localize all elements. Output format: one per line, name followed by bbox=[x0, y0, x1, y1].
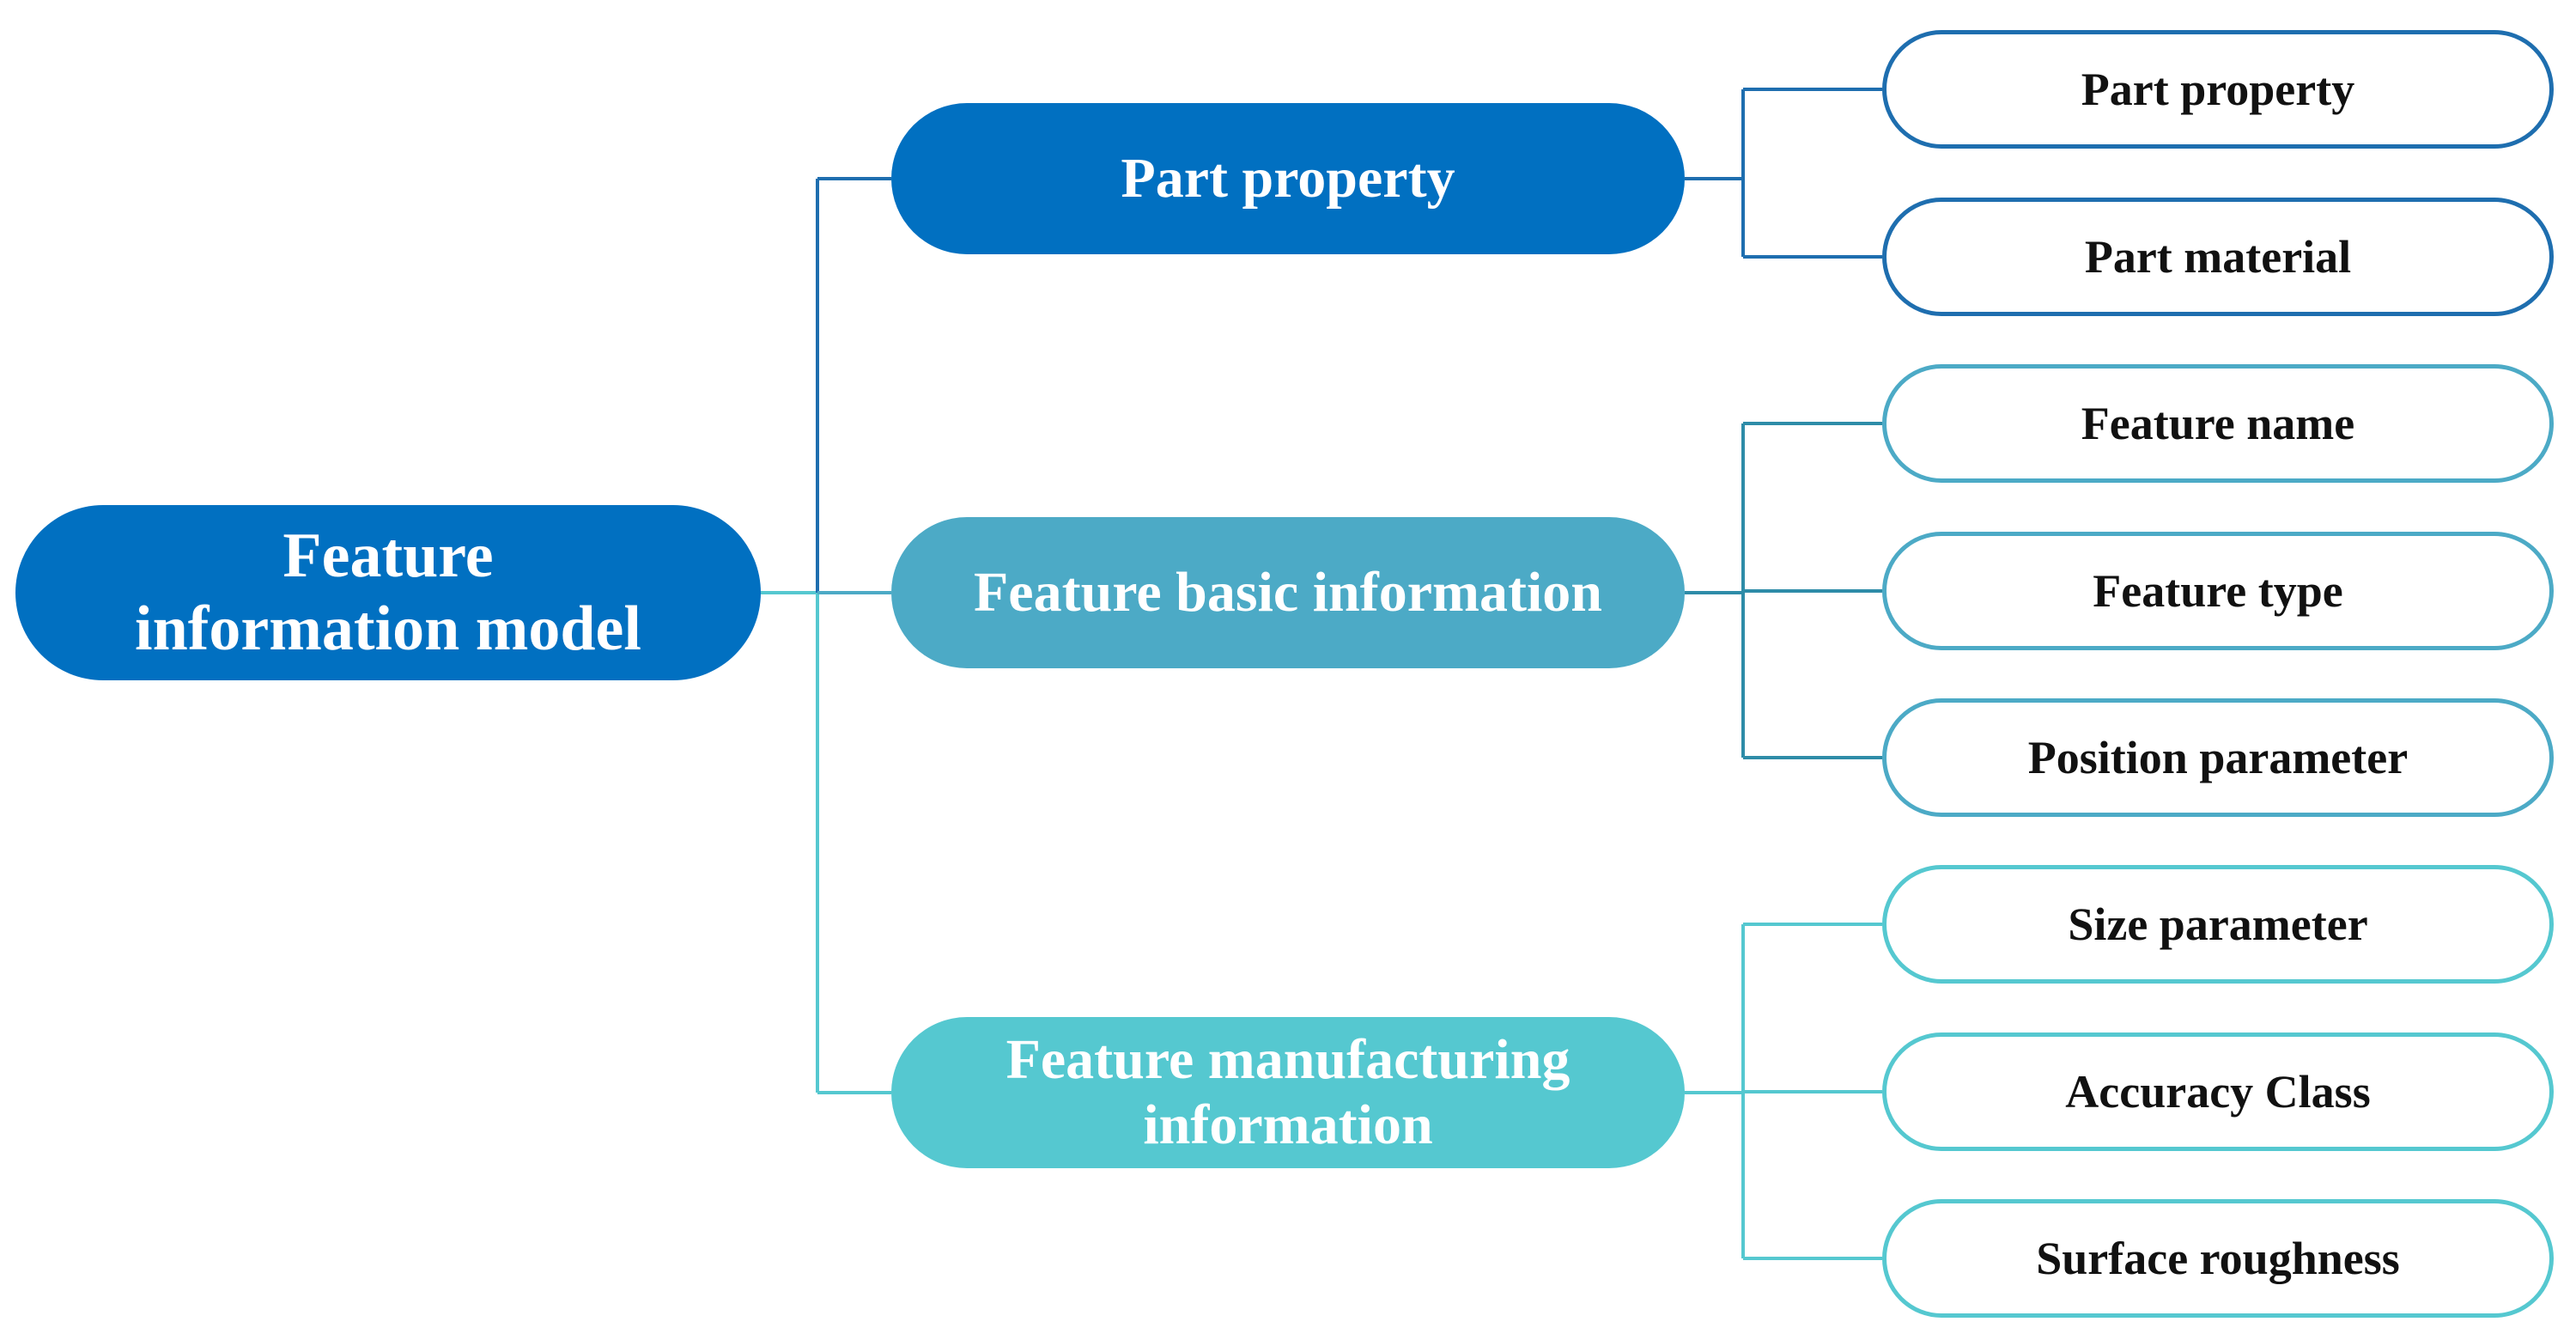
category-node-label: Feature basic information bbox=[973, 561, 1603, 624]
leaf-node-part-property: Part property bbox=[1882, 30, 2554, 149]
category-node-feature-manufacturing-information: Feature manufacturing information bbox=[891, 1017, 1685, 1168]
category-node-label: Feature manufacturing information bbox=[1005, 1028, 1571, 1156]
leaf-node-feature-type: Feature type bbox=[1882, 532, 2554, 650]
leaf-node-label: Size parameter bbox=[2068, 898, 2368, 950]
root-node: Feature information model bbox=[15, 505, 761, 680]
leaf-node-label: Part material bbox=[2084, 230, 2352, 283]
leaf-node-label: Accuracy Class bbox=[2065, 1065, 2371, 1118]
category-node-part-property: Part property bbox=[891, 103, 1685, 254]
root-node-label: Feature information model bbox=[135, 520, 641, 664]
leaf-node-position-parameter: Position parameter bbox=[1882, 698, 2554, 817]
leaf-node-label: Feature name bbox=[2081, 397, 2355, 449]
leaf-node-surface-roughness: Surface roughness bbox=[1882, 1199, 2554, 1318]
leaf-node-accuracy-class: Accuracy Class bbox=[1882, 1032, 2554, 1151]
leaf-node-label: Feature type bbox=[2093, 564, 2343, 617]
category-node-feature-basic-information: Feature basic information bbox=[891, 517, 1685, 668]
leaf-node-part-material: Part material bbox=[1882, 198, 2554, 316]
leaf-node-feature-name: Feature name bbox=[1882, 364, 2554, 483]
leaf-node-label: Position parameter bbox=[2027, 731, 2409, 783]
leaf-node-label: Surface roughness bbox=[2036, 1232, 2400, 1284]
leaf-node-size-parameter: Size parameter bbox=[1882, 865, 2554, 984]
leaf-node-label: Part property bbox=[2081, 63, 2355, 115]
category-node-label: Part property bbox=[1121, 147, 1455, 210]
